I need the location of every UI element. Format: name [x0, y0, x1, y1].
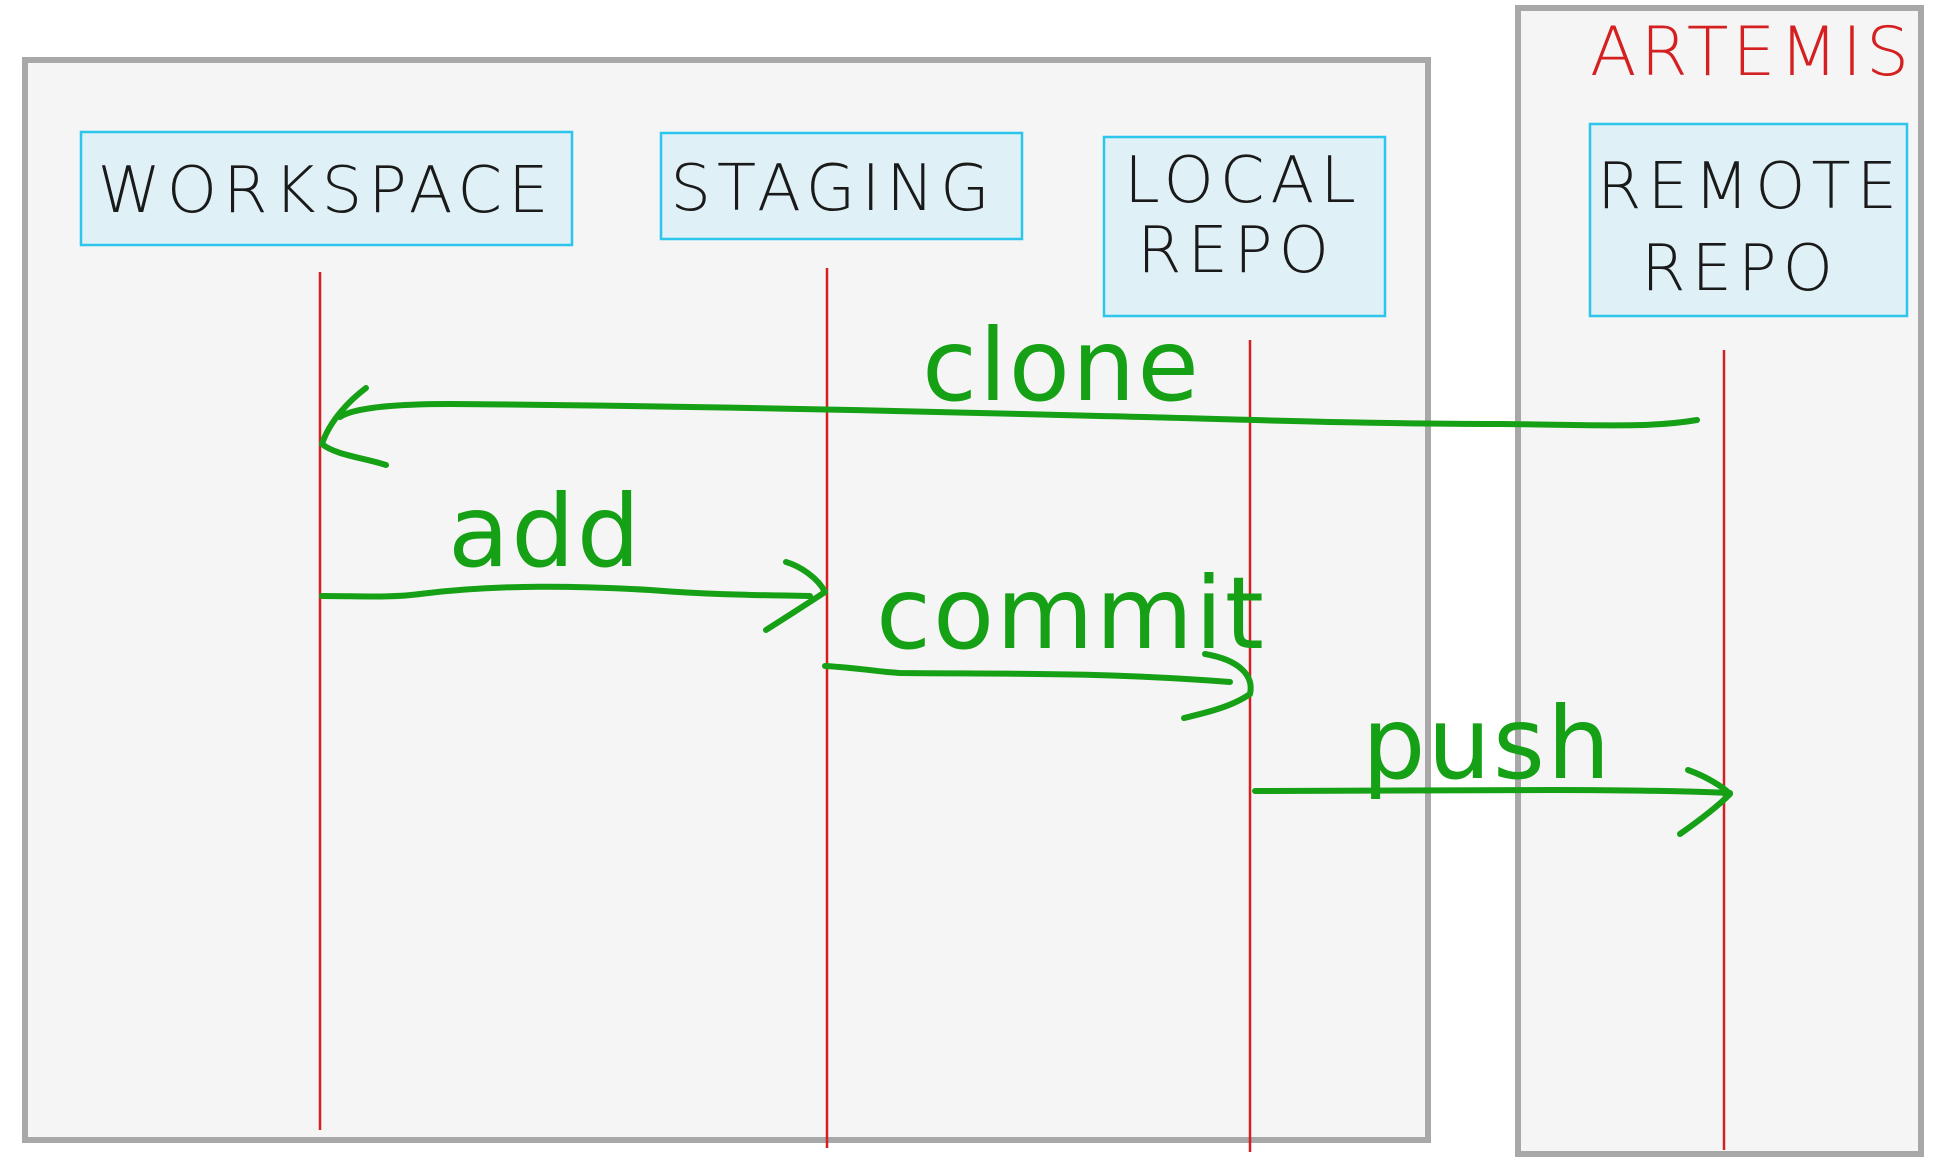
arrow-commit-label: commit [876, 555, 1266, 672]
box-remote-repo-label-line2: REPO [1641, 232, 1839, 306]
arrow-add-head [763, 559, 828, 633]
arrow-push [1252, 786, 1733, 796]
arrow-push-head [1677, 767, 1733, 837]
arrow-commit [822, 663, 1233, 685]
box-remote-repo [1588, 122, 1909, 318]
box-local-repo-label-line1: LOCAL [1124, 144, 1362, 218]
arrow-push-label: push [1362, 685, 1612, 802]
box-local-repo [1102, 135, 1387, 318]
box-workspace [79, 130, 574, 247]
box-local-repo-label-line2: REPO [1137, 214, 1335, 288]
arrow-clone-head [319, 385, 389, 468]
box-staging [659, 131, 1024, 241]
arrow-add-label: add [448, 473, 642, 590]
box-workspace-label: WORKSPACE [98, 154, 555, 228]
box-remote-repo-label-line1: REMOTE [1597, 150, 1903, 224]
arrow-clone-label: clone [922, 307, 1201, 424]
arrow-add [319, 583, 813, 600]
arrow-commit-head [1181, 651, 1254, 721]
box-staging-label: STAGING [670, 152, 995, 226]
arrow-clone [337, 400, 1700, 429]
artemis-label: ARTEMIS [1590, 13, 1913, 92]
